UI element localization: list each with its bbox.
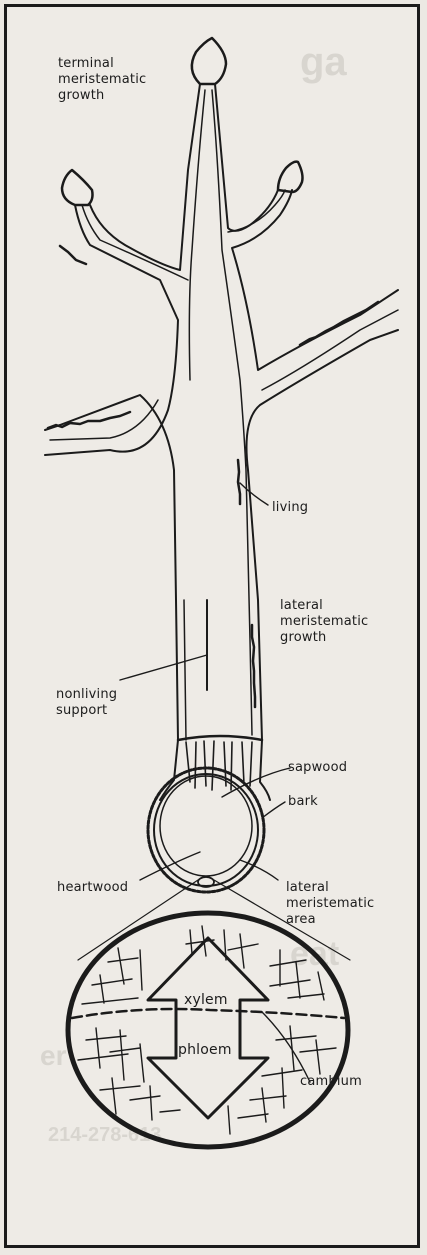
leader-bark — [262, 802, 285, 818]
cambium-line — [72, 1009, 344, 1018]
leader-nonliving — [120, 655, 207, 680]
leader-cambium — [262, 1012, 310, 1082]
label-lateral-meristematic-growth: lateral meristematic growth — [280, 598, 368, 646]
living-layer-lower-right — [262, 310, 398, 390]
label-sapwood: sapwood — [288, 760, 347, 776]
living-layer-left-branch — [82, 205, 188, 280]
cell-hatching — [78, 926, 336, 1134]
heartwood-ring — [160, 776, 252, 876]
living-layer-left — [189, 90, 205, 380]
living-layer-right-branch — [228, 190, 285, 232]
label-xylem: xylem — [184, 992, 228, 1008]
label-bark: bark — [288, 794, 318, 810]
bark-scribble — [252, 625, 255, 707]
living-layer-right — [212, 90, 252, 735]
right-bud — [278, 162, 303, 192]
bark-scribble — [60, 246, 86, 264]
bark-scribble — [300, 302, 378, 345]
label-phloem: phloem — [178, 1042, 232, 1058]
label-nonliving-support: nonliving support — [56, 687, 117, 719]
label-living: living — [272, 500, 308, 516]
terminal-bud — [192, 38, 226, 84]
left-bud — [62, 170, 93, 205]
label-cambium: cambium — [300, 1074, 362, 1090]
label-heartwood: heartwood — [57, 880, 128, 896]
sapwood-ring — [154, 774, 258, 886]
leader-living — [240, 483, 268, 505]
label-terminal-meristematic-growth: terminal meristematic growth — [58, 56, 146, 104]
bark-scribble — [238, 460, 240, 504]
label-lateral-meristematic-area: lateral meristematic area — [286, 880, 374, 928]
trunk-outline-left — [45, 84, 200, 740]
living-layer-trunk-left — [184, 600, 186, 740]
magnified-section — [68, 913, 348, 1147]
trunk-cut-top — [178, 736, 262, 740]
xylem-phloem-arrow — [148, 938, 268, 1118]
